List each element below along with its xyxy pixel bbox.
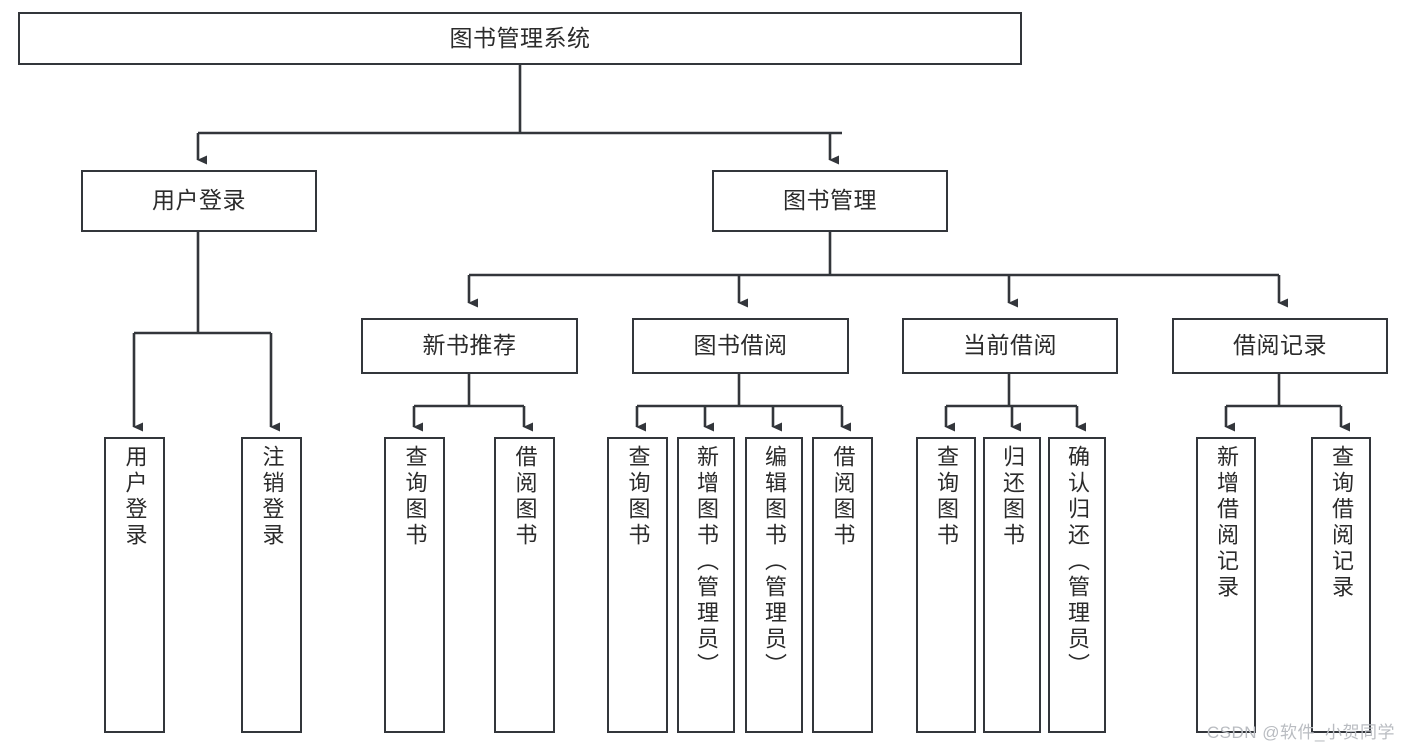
csdn-watermark: CSDN @软件_小贺同学 (1206, 723, 1395, 742)
leaf-query-book-1[interactable]: 查询图书 (384, 437, 445, 733)
node-book-borrow[interactable]: 图书借阅 (632, 318, 849, 374)
leaf-query-book-2[interactable]: 查询图书 (607, 437, 668, 733)
node-root-label: 图书管理系统 (449, 24, 591, 51)
leaf-edit-book-admin[interactable]: 编辑图书（管理员） (745, 437, 803, 733)
leaf-logout[interactable]: 注销登录 (241, 437, 302, 733)
node-new-book-recommend[interactable]: 新书推荐 (361, 318, 578, 374)
node-current-borrow-label: 当前借阅 (963, 332, 1057, 359)
node-borrow-record-label: 借阅记录 (1233, 332, 1327, 359)
node-current-borrow[interactable]: 当前借阅 (902, 318, 1118, 374)
leaf-query-borrow-record-label: 查询借阅记录 (1329, 445, 1354, 601)
leaf-query-book-3[interactable]: 查询图书 (916, 437, 976, 733)
leaf-query-book-1-label: 查询图书 (402, 445, 428, 549)
node-new-book-recommend-label: 新书推荐 (422, 332, 517, 359)
leaf-borrow-book-1[interactable]: 借阅图书 (494, 437, 555, 733)
leaf-edit-book-admin-label: 编辑图书（管理员） (762, 445, 787, 679)
node-book-manage[interactable]: 图书管理 (712, 170, 948, 232)
node-root[interactable]: 图书管理系统 (18, 12, 1022, 65)
leaf-query-borrow-record[interactable]: 查询借阅记录 (1311, 437, 1371, 733)
leaf-confirm-return-admin[interactable]: 确认归还（管理员） (1048, 437, 1106, 733)
leaf-logout-label: 注销登录 (259, 445, 285, 549)
leaf-query-book-2-label: 查询图书 (625, 445, 651, 549)
leaf-confirm-return-admin-label: 确认归还（管理员） (1065, 445, 1090, 679)
leaf-query-book-3-label: 查询图书 (934, 445, 959, 549)
leaf-borrow-book-1-label: 借阅图书 (512, 445, 538, 549)
leaf-return-book-label: 归还图书 (1000, 445, 1025, 549)
leaf-borrow-book-2-label: 借阅图书 (830, 445, 856, 549)
leaf-add-borrow-record-label: 新增借阅记录 (1214, 445, 1239, 601)
leaf-add-book-admin-label: 新增图书（管理员） (694, 445, 719, 679)
node-borrow-record[interactable]: 借阅记录 (1172, 318, 1388, 374)
node-book-borrow-label: 图书借阅 (693, 332, 788, 359)
leaf-borrow-book-2[interactable]: 借阅图书 (812, 437, 873, 733)
leaf-user-login[interactable]: 用户登录 (104, 437, 165, 733)
node-book-manage-label: 图书管理 (783, 187, 877, 214)
node-user-login[interactable]: 用户登录 (81, 170, 317, 232)
leaf-add-borrow-record[interactable]: 新增借阅记录 (1196, 437, 1256, 733)
node-user-login-label: 用户登录 (152, 187, 246, 214)
leaf-return-book[interactable]: 归还图书 (983, 437, 1041, 733)
leaf-user-login-label: 用户登录 (122, 445, 148, 549)
leaf-add-book-admin[interactable]: 新增图书（管理员） (677, 437, 735, 733)
